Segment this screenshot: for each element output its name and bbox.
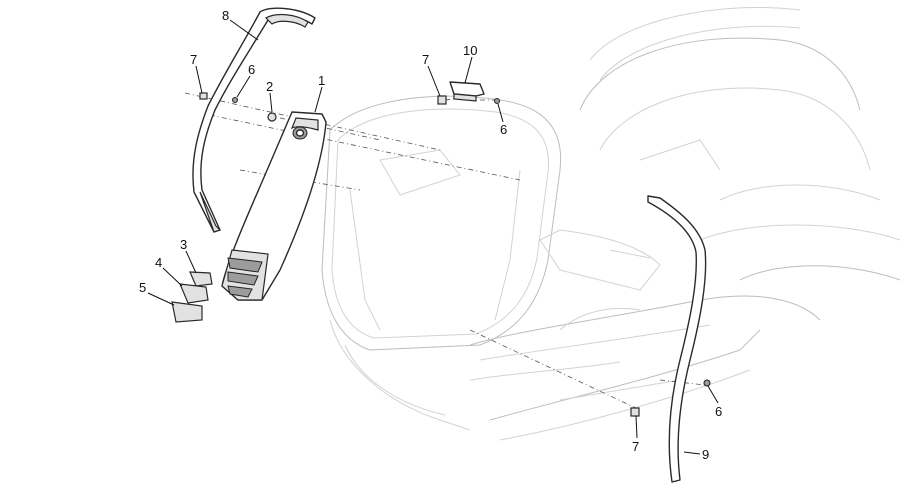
badge-3 <box>189 271 213 287</box>
callout-2: 2 <box>266 79 273 94</box>
screw-6a <box>232 97 238 103</box>
screw-6c <box>703 379 711 387</box>
nut-2 <box>267 112 277 122</box>
clip-7a <box>199 92 208 100</box>
clip-7b <box>437 95 447 105</box>
callout-7-upper: 7 <box>422 52 429 67</box>
callout-10: 10 <box>463 43 477 58</box>
callout-5: 5 <box>139 280 146 295</box>
screw-6b <box>494 98 500 104</box>
fasteners <box>199 92 711 417</box>
callout-6-lower: 6 <box>715 404 722 419</box>
callout-4: 4 <box>155 255 162 270</box>
callout-6-upper: 6 <box>500 122 507 137</box>
callout-9: 9 <box>702 447 709 462</box>
scooter-body-outline <box>321 6 900 441</box>
badge-5 <box>171 301 203 323</box>
callout-labels: 8 7 6 2 1 3 4 5 7 10 6 6 7 9 <box>139 8 722 462</box>
callout-8: 8 <box>222 8 229 23</box>
clip-7c <box>630 407 640 417</box>
callout-6: 6 <box>248 62 255 77</box>
part-8-trim-strip <box>192 7 316 233</box>
callout-7-lower: 7 <box>632 439 639 454</box>
parts-3-4-5-badges <box>171 271 213 323</box>
part-10-bracket <box>449 81 485 102</box>
badge-4 <box>179 283 209 304</box>
callout-7: 7 <box>190 52 197 67</box>
part-9-side-trim <box>647 195 707 483</box>
callout-1: 1 <box>318 73 325 88</box>
leader-lines <box>147 19 719 455</box>
part-1-horn-cover <box>221 111 327 301</box>
callout-3: 3 <box>180 237 187 252</box>
